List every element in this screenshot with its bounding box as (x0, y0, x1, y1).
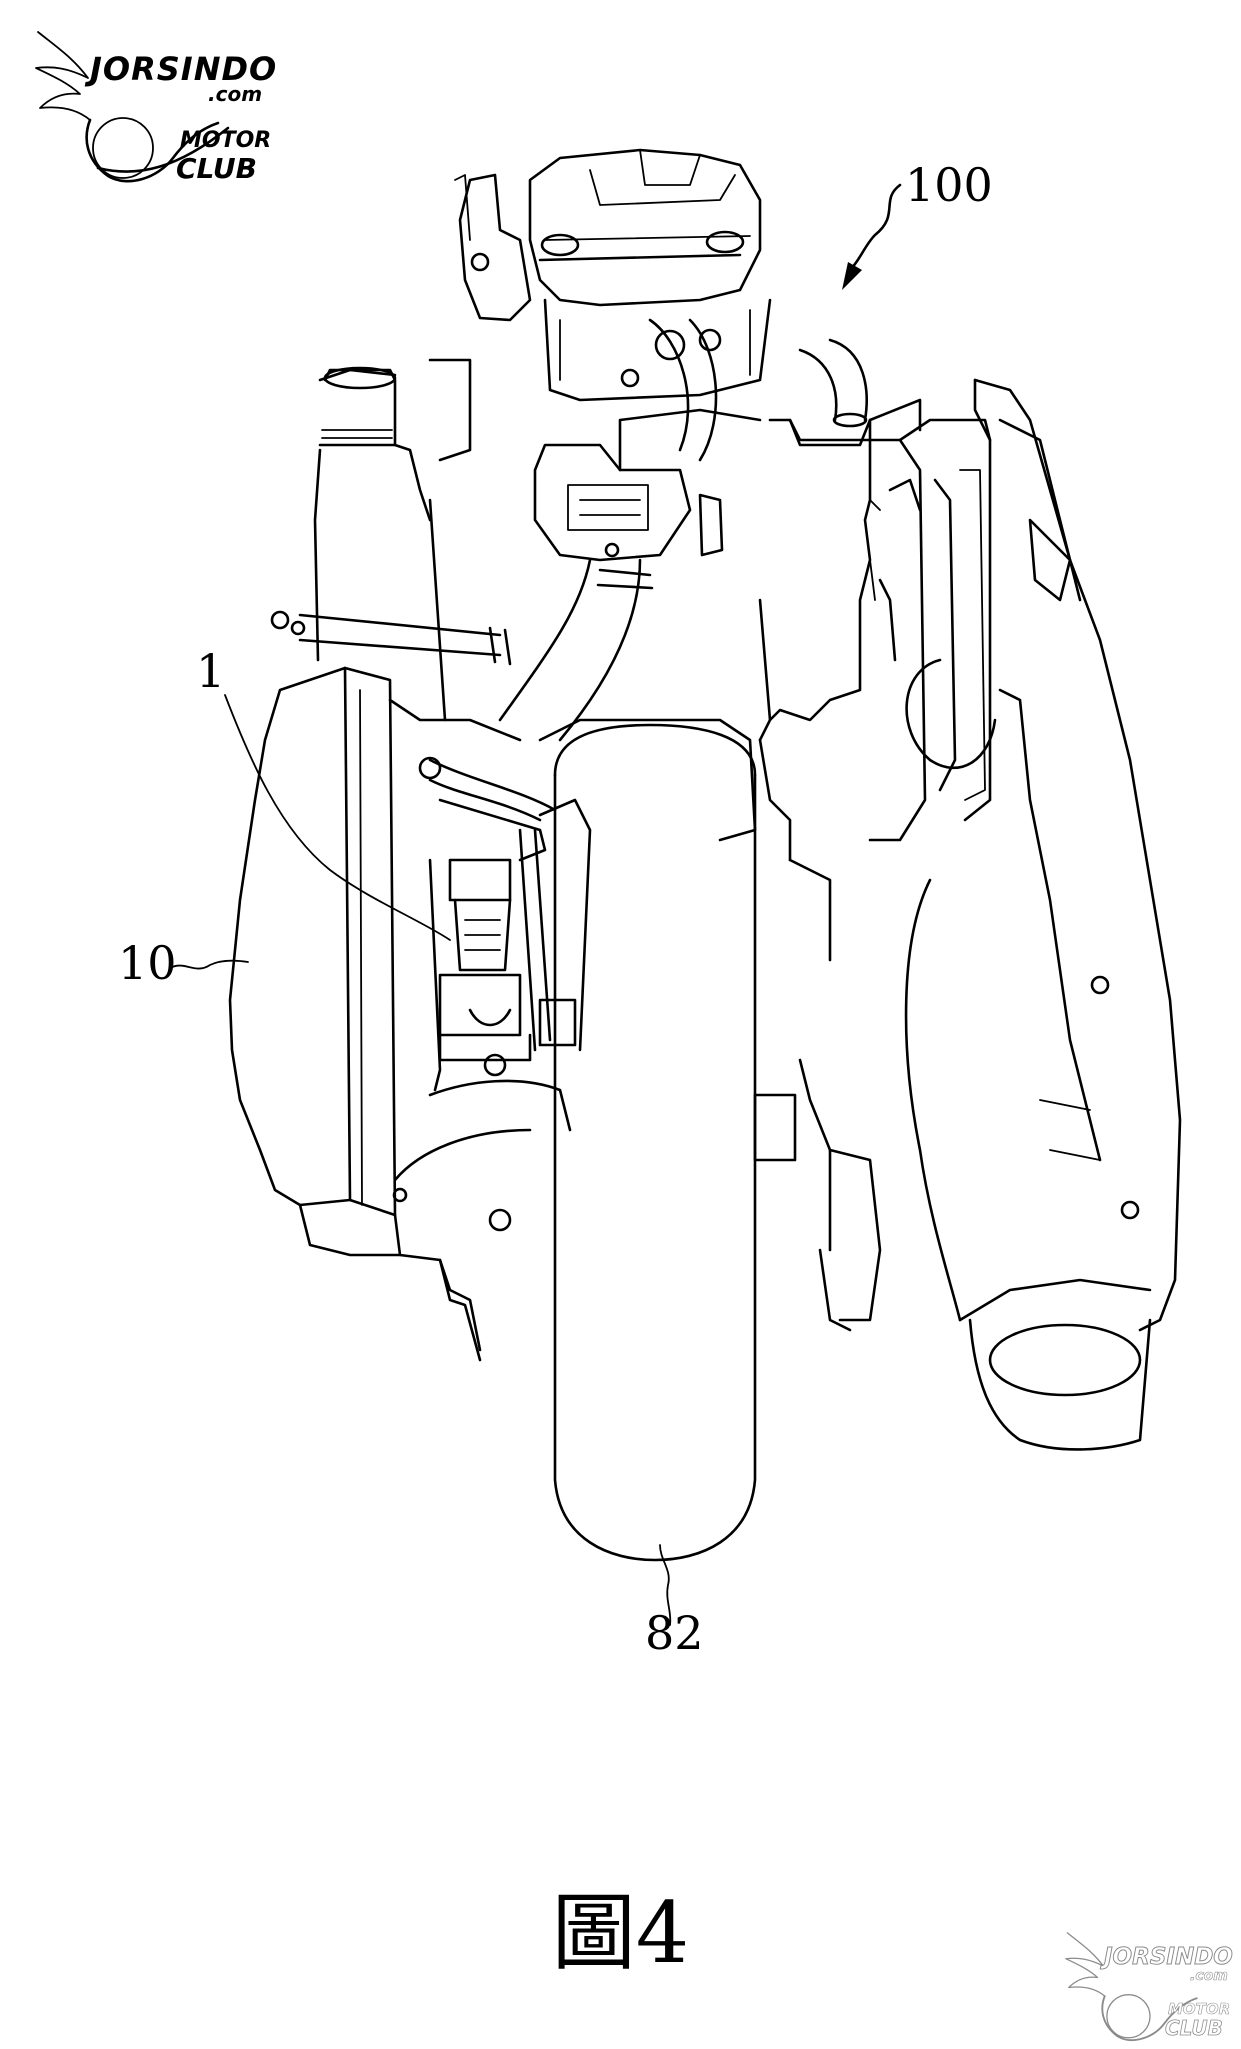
throttle-body (533, 443, 724, 562)
leader-1 (224, 694, 451, 941)
logo-brand: JORSINDO (1104, 1944, 1234, 1971)
watermark-logo-bottom: JORSINDO .com MOTOR CLUB (1060, 1930, 1240, 2045)
logo-line1: MOTOR (1168, 2000, 1231, 2019)
logo-domain: .com (208, 82, 263, 106)
logo-brand: JORSINDO (90, 50, 278, 88)
oil-filter-82 (553, 723, 757, 1562)
cylinder-head-cover (528, 148, 762, 307)
cylinder-block (543, 298, 772, 402)
logo-line1: MOTOR (180, 128, 272, 153)
label-100: 100 (905, 158, 993, 212)
logo-domain: .com (1190, 1968, 1228, 1985)
breather-tube-right (798, 338, 868, 428)
logo-line2: CLUB (1165, 2016, 1224, 2041)
leader-10 (169, 959, 249, 970)
breather-rod (270, 610, 512, 666)
arrow-100-icon (842, 262, 862, 290)
right-radiator-frame (788, 418, 997, 842)
logo-emblem-icon (35, 31, 230, 183)
logo-emblem-icon (1065, 1932, 1198, 2041)
starter-valve-mechanism (393, 756, 592, 1182)
exhaust-muffler (904, 378, 1182, 1451)
leader-100 (848, 183, 902, 272)
label-1: 1 (196, 644, 226, 698)
label-10: 10 (118, 936, 177, 990)
leader-82 (659, 1544, 672, 1626)
intake-pipe (498, 318, 722, 742)
lower-bracket (392, 1187, 852, 1362)
logo-line2: CLUB (176, 152, 257, 185)
crankcase (538, 398, 922, 1322)
figure-caption: 圖4 (551, 1884, 690, 1982)
watermark-logo-top: JORSINDO .com MOTOR CLUB (28, 28, 278, 188)
air-intake-tube (318, 366, 397, 390)
cvt-housing (228, 666, 482, 1352)
leader-lines (169, 183, 902, 1626)
label-82: 82 (645, 1606, 704, 1660)
left-head-bracket (454, 173, 532, 322)
